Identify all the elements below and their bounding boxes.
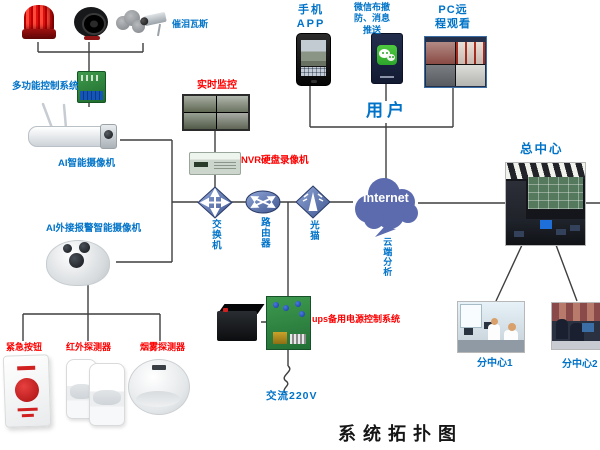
sub-center-2-label: 分中心2: [562, 359, 598, 370]
realtime-monitor-label: 实时监控: [197, 80, 237, 91]
emergency-button-label: 紧急按钮: [6, 342, 43, 352]
red-panic-button-icon: [14, 377, 40, 403]
ai-alarm-camera-label: AI外接报警智能摄像机: [46, 223, 142, 234]
camera-lens-icon: [104, 130, 113, 139]
infrared-detectors-image: [66, 356, 126, 426]
camera-antennas-icon: [41, 102, 68, 130]
user-label: 用户: [366, 101, 408, 120]
smoke-detector-label: 烟雾探测器: [140, 342, 186, 352]
control-system-label: 多功能控制系统: [12, 81, 79, 92]
sub-center-1-label: 分中心1: [477, 358, 513, 369]
wechat-icon: [377, 45, 397, 65]
siren-horn-icon: [74, 7, 108, 40]
siren-image: [70, 5, 112, 43]
ai-camera-image: [16, 102, 118, 154]
ups-label: ups备用电源控制系统: [312, 314, 401, 324]
dome-camera-image: [46, 236, 110, 286]
tear-gas-sprayer-image: [116, 8, 168, 42]
battery-image: [217, 302, 265, 343]
live-view-monitor-image: [182, 94, 250, 131]
router-label: 路由器: [258, 217, 270, 249]
main-center-image: [505, 162, 586, 246]
emergency-button-image: [2, 354, 52, 428]
control-board-image: [77, 71, 106, 103]
optical-modem-icon: [295, 185, 331, 224]
cloud-analysis-label: 云端分析: [382, 237, 393, 277]
diagram-title: 系统拓扑图: [338, 424, 463, 444]
nvr-label: NVR硬盘录像机: [241, 155, 309, 166]
wechat-push-label: 微信布撤 防、消息 推送: [353, 2, 390, 35]
ups-board-image: [266, 296, 311, 350]
sub-center-1-image: [457, 301, 525, 353]
ac-power-label: 交流220V: [266, 390, 318, 402]
infrared-detector-label: 红外探测器: [66, 342, 112, 352]
alarm-beacon-image: [22, 3, 56, 42]
phone-app-image: [296, 33, 331, 86]
dome-lens-icon: [69, 253, 84, 268]
smoke-detector-image: [128, 357, 190, 419]
tear-gas-label: 催泪瓦斯: [172, 19, 209, 29]
pc-remote-label: PC远 程观看: [435, 4, 471, 30]
switch-icon: [197, 186, 233, 224]
optical-modem-label: 光猫: [307, 220, 319, 241]
main-center-label: 总中心: [520, 142, 564, 156]
sub-center-2-image: [551, 302, 600, 350]
switch-label: 交换机: [209, 219, 221, 251]
pc-remote-view-image: [424, 36, 487, 88]
wechat-phone-image: [371, 33, 403, 84]
cloud-icon: [355, 178, 418, 237]
phone-app-label: 手机 APP: [296, 4, 326, 30]
router-icon: [245, 190, 281, 219]
internet-label: Internet: [363, 191, 409, 205]
internet-cloud: Internet: [350, 177, 422, 244]
tear-gas-camera-icon: [139, 11, 167, 27]
ai-camera-label: AI智能摄像机: [58, 158, 116, 169]
nvr-image: [189, 152, 241, 175]
